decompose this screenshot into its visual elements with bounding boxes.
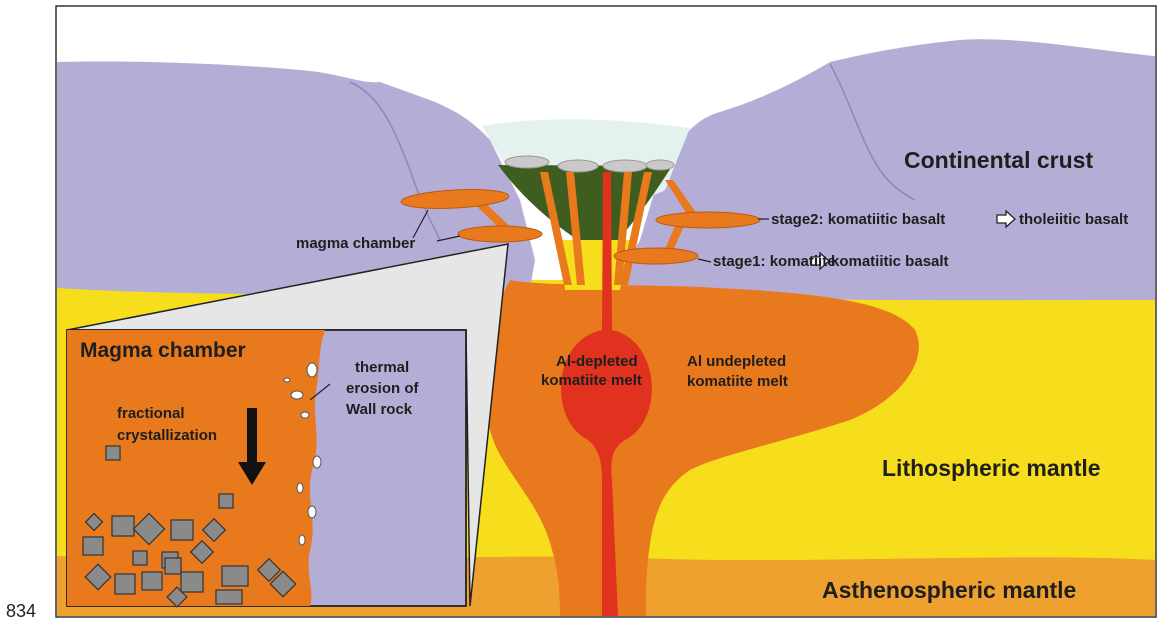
crystal bbox=[171, 520, 193, 540]
inset-thermal-3: Wall rock bbox=[346, 401, 413, 418]
label-continental-crust: Continental crust bbox=[904, 147, 1093, 173]
wall-fragment bbox=[284, 378, 290, 382]
crystal bbox=[142, 572, 162, 590]
magma-chamber-upper-right bbox=[656, 212, 760, 228]
inset-title: Magma chamber bbox=[80, 339, 246, 362]
crystal bbox=[181, 572, 203, 592]
label-al-depleted-1: Al-depleted bbox=[556, 353, 638, 370]
lava-flow bbox=[558, 160, 598, 172]
figure-number: 834 bbox=[6, 601, 36, 621]
crystal bbox=[219, 494, 233, 508]
wall-fragment bbox=[308, 506, 316, 518]
wall-fragment bbox=[313, 456, 321, 468]
magma-chamber-lower-left bbox=[458, 226, 542, 242]
label-stage1-product: komatiitic basalt bbox=[831, 253, 949, 270]
lava-flow bbox=[646, 160, 674, 170]
lava-flow bbox=[603, 160, 647, 172]
crystal bbox=[112, 516, 134, 536]
label-al-depleted-2: komatiite melt bbox=[541, 372, 642, 389]
crystal bbox=[165, 558, 181, 574]
inset-fractional-1: fractional bbox=[117, 405, 185, 422]
wall-fragment bbox=[291, 391, 303, 399]
wall-fragment bbox=[301, 412, 309, 418]
inset-thermal-1: thermal bbox=[355, 359, 409, 376]
crystal bbox=[115, 574, 135, 594]
wall-fragment bbox=[307, 363, 317, 377]
label-al-undepleted-2: komatiite melt bbox=[687, 373, 788, 390]
lava-flow bbox=[505, 156, 549, 168]
crystal bbox=[133, 551, 147, 565]
inset-thermal-2: erosion of bbox=[346, 380, 420, 397]
inset-magma bbox=[67, 330, 325, 606]
label-stage1: stage1: komatiite bbox=[713, 253, 836, 270]
magma-chamber-lower-right bbox=[614, 248, 698, 264]
label-stage2: stage2: komatiitic basalt bbox=[771, 211, 945, 228]
wall-fragment bbox=[299, 535, 305, 545]
label-asthenospheric-mantle: Asthenospheric mantle bbox=[822, 577, 1076, 603]
label-stage2-product: tholeiitic basalt bbox=[1019, 211, 1128, 228]
inset-fractional-2: crystallization bbox=[117, 427, 217, 444]
crystal bbox=[216, 590, 242, 604]
label-al-undepleted-1: Al undepleted bbox=[687, 353, 786, 370]
crystal bbox=[83, 537, 103, 555]
label-lithospheric-mantle: Lithospheric mantle bbox=[882, 455, 1101, 481]
crystal bbox=[222, 566, 248, 586]
wall-fragment bbox=[297, 483, 303, 493]
label-magma-chamber: magma chamber bbox=[296, 235, 415, 252]
crystal bbox=[106, 446, 120, 460]
